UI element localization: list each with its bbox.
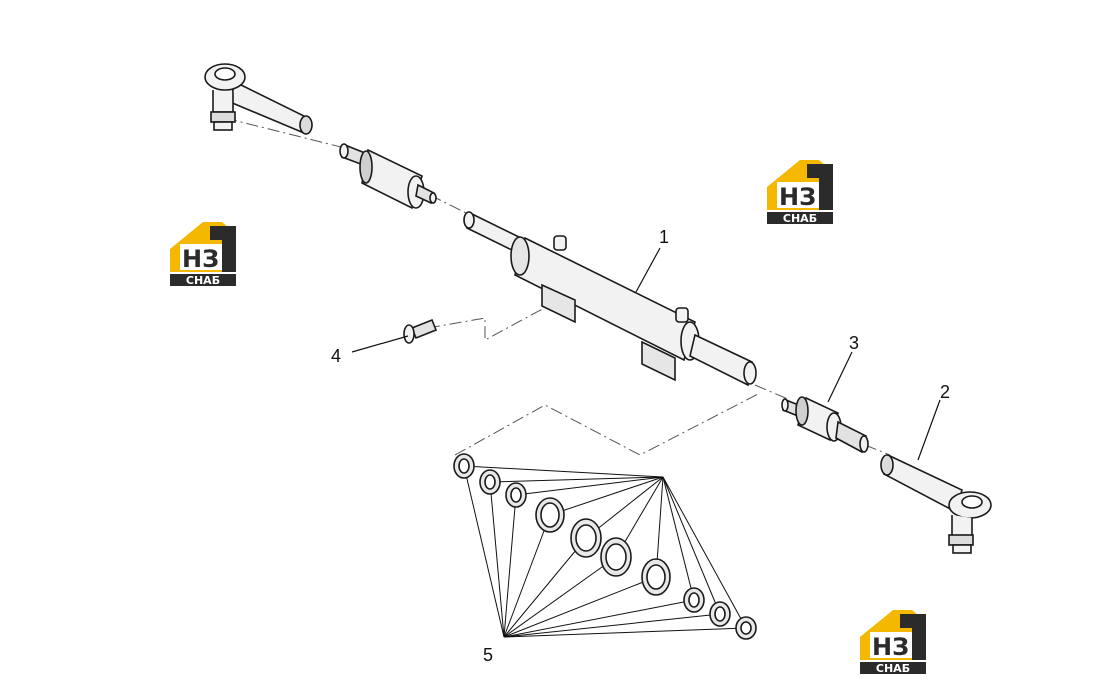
inner-ball-joint-left — [339, 143, 437, 210]
watermark-logo: НЗ СНАБ — [767, 160, 833, 225]
svg-text:НЗ: НЗ — [872, 633, 909, 661]
callout-1: 1 — [659, 227, 669, 247]
svg-text:НЗ: НЗ — [779, 183, 816, 211]
callout-4: 4 — [331, 346, 341, 366]
inner-ball-joint-right — [781, 396, 869, 454]
watermark-logo: НЗ СНАБ — [170, 222, 236, 287]
tie-rod-end-right — [880, 454, 992, 554]
callout-3: 3 — [849, 333, 859, 353]
seal-kit-fan-lines — [463, 465, 747, 638]
svg-text:СНАБ: СНАБ — [783, 212, 817, 225]
callout-5: 5 — [483, 645, 493, 665]
seal-rings — [453, 453, 757, 640]
callout-leaders — [351, 247, 941, 461]
mounting-bolt — [403, 318, 438, 344]
svg-text:СНАБ: СНАБ — [876, 662, 910, 675]
callout-2: 2 — [940, 382, 950, 402]
steering-cylinder — [463, 211, 757, 387]
tie-rod-end-left — [204, 63, 313, 135]
svg-text:СНАБ: СНАБ — [186, 274, 220, 287]
svg-text:НЗ: НЗ — [182, 245, 219, 273]
watermark-logo: НЗ СНАБ — [860, 610, 926, 675]
